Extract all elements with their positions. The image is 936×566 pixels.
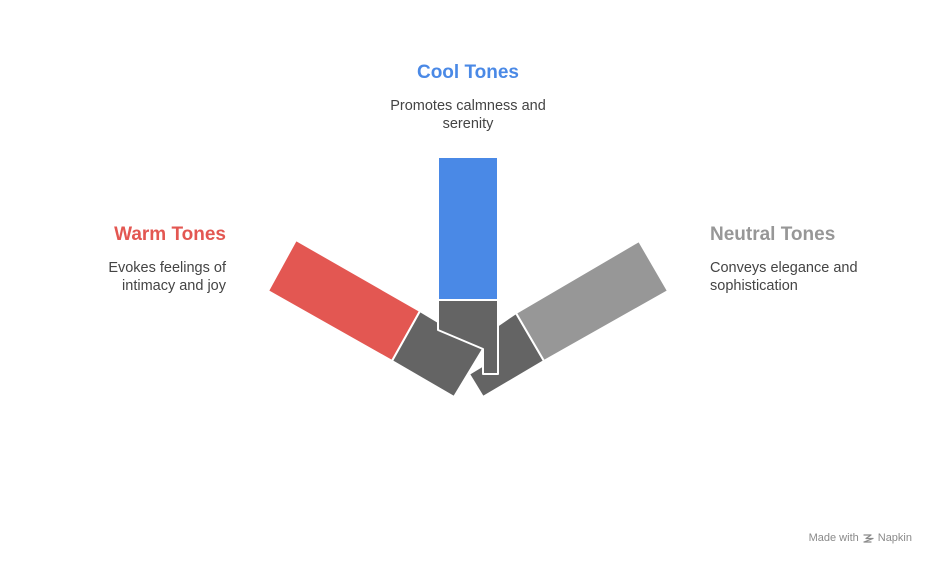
warm-tones-title: Warm Tones bbox=[114, 224, 226, 245]
neutral-tones-description: Conveys elegance and sophistication bbox=[710, 259, 920, 295]
warm-tones-description: Evokes feelings of intimacy and joy bbox=[26, 259, 226, 295]
cool-tones-base-segment bbox=[437, 299, 499, 375]
made-with-label: Made with bbox=[808, 532, 859, 544]
napkin-brand-label: Napkin bbox=[877, 532, 912, 544]
cool-tones-description: Promotes calmness and serenity bbox=[348, 97, 588, 133]
warm-tones-bar bbox=[267, 239, 421, 362]
neutral-tones-description-line-1: Conveys elegance and bbox=[710, 260, 858, 276]
neutral-tones-description-line-2: sophistication bbox=[710, 278, 798, 294]
cool-tones-bar bbox=[437, 156, 499, 301]
warm-tones-description-line-1: Evokes feelings of bbox=[108, 260, 226, 276]
made-with-napkin-footer: Made with Napkin bbox=[809, 532, 912, 544]
warm-tones-description-line-2: intimacy and joy bbox=[122, 278, 226, 294]
neutral-tones-bar bbox=[515, 240, 669, 362]
napkin-logo-icon bbox=[863, 533, 874, 543]
cool-tones-title: Cool Tones bbox=[416, 62, 520, 83]
cool-tones-description-line-2: serenity bbox=[442, 116, 494, 132]
cool-tones-description-line-1: Promotes calmness and bbox=[390, 98, 546, 114]
neutral-tones-title: Neutral Tones bbox=[710, 224, 836, 245]
